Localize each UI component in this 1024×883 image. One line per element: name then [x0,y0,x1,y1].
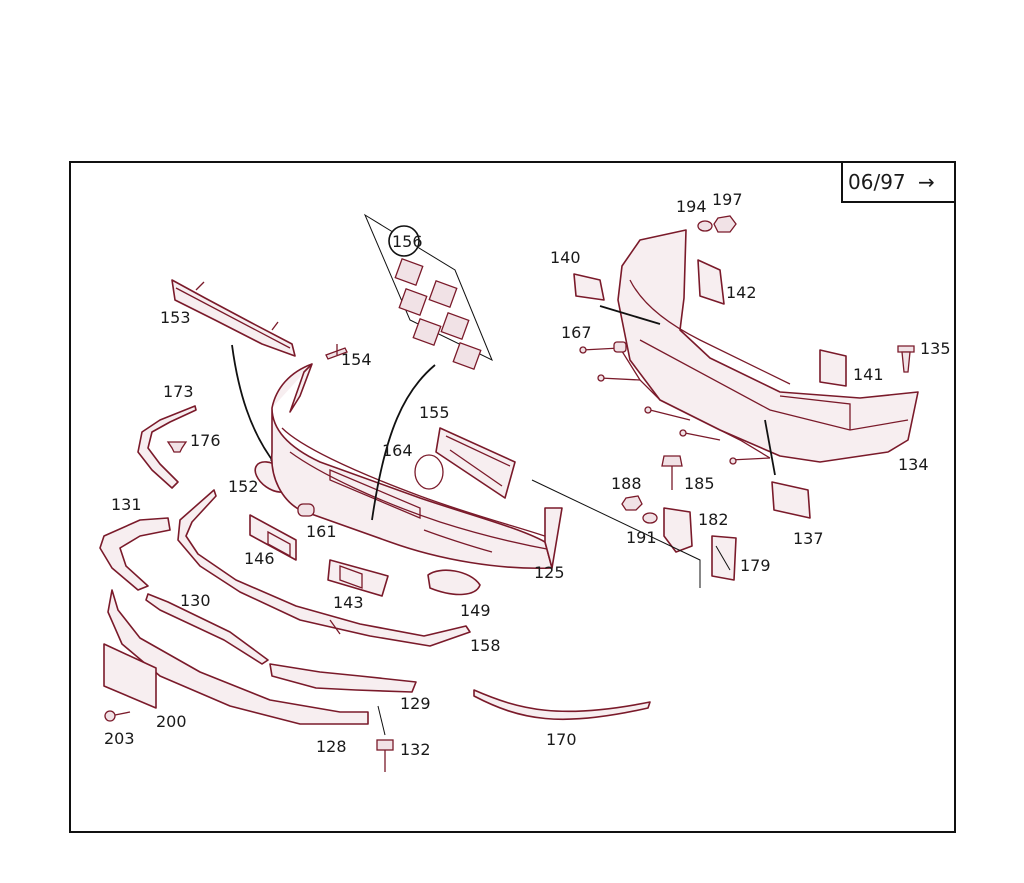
label-141: 141 [853,365,884,384]
label-176: 176 [190,431,221,450]
part-161-fastener [297,503,315,517]
label-200: 200 [156,712,187,731]
label-142: 142 [726,283,757,302]
label-161: 161 [306,522,337,541]
label-185: 185 [684,474,715,493]
label-128: 128 [316,737,347,756]
label-154: 154 [341,350,372,369]
part-203-screw [104,710,131,722]
label-149: 149 [460,601,491,620]
part-153-bar [171,279,296,357]
part-170-trim [473,689,651,721]
part-128-skid [107,589,369,725]
part-173-trim [137,405,197,489]
part-137-bracket [764,419,811,519]
label-146: 146 [244,549,275,568]
callout-labels: 153 154 156 173 176 155 164 152 161 131 … [104,190,951,759]
part-167-harness [579,341,771,465]
part-130-lower [145,593,269,665]
part-185-bolt [661,455,683,490]
label-130: 130 [180,591,211,610]
date-code-box: 06/97 → [841,161,956,203]
label-129: 129 [400,694,431,713]
label-143: 143 [333,593,364,612]
part-188-nut [621,495,643,511]
label-188: 188 [611,474,642,493]
part-191-washer [642,512,658,524]
label-134: 134 [898,455,929,474]
part-176-clip [166,441,188,453]
label-152: 152 [228,477,259,496]
diagram-frame [69,161,956,833]
part-149-lamp [427,569,481,596]
label-203: 203 [104,729,135,748]
label-167: 167 [561,323,592,342]
part-182-bracket [663,507,693,553]
label-153: 153 [160,308,191,327]
part-142-bracket [697,259,725,305]
label-156: 156 [392,232,423,251]
part-155-grille [435,427,516,499]
part-158-strip [177,489,471,647]
part-131-bracket [99,517,171,591]
label-155: 155 [419,403,450,422]
part-194-washer [697,220,713,232]
label-173: 173 [163,382,194,401]
part-200-plate-bracket [103,643,157,709]
label-170: 170 [546,730,577,749]
part-179-cover [711,535,737,581]
label-131: 131 [111,495,142,514]
part-140-bracket [573,273,661,325]
part-125-front-bumper [271,363,563,570]
date-code: 06/97 [848,170,906,194]
label-197: 197 [712,190,743,209]
part-156-grille-set [363,213,493,370]
part-154-clip [325,344,348,360]
label-158: 158 [470,636,501,655]
label-164: 164 [382,441,413,460]
part-132-pin [376,705,394,772]
label-132: 132 [400,740,431,759]
label-125: 125 [534,563,565,582]
part-197-nut [713,215,737,233]
label-140: 140 [550,248,581,267]
label-135: 135 [920,339,951,358]
part-146-plate [249,514,297,561]
part-141-bracket [819,349,847,387]
part-134-rear-bumper [617,229,919,463]
label-137: 137 [793,529,824,548]
label-182: 182 [698,510,729,529]
part-129-trim [269,663,417,693]
part-135-pin [897,345,915,373]
label-191: 191 [626,528,657,547]
label-179: 179 [740,556,771,575]
label-194: 194 [676,197,707,216]
part-143-plate [327,559,389,597]
date-arrow-icon: → [918,170,935,194]
